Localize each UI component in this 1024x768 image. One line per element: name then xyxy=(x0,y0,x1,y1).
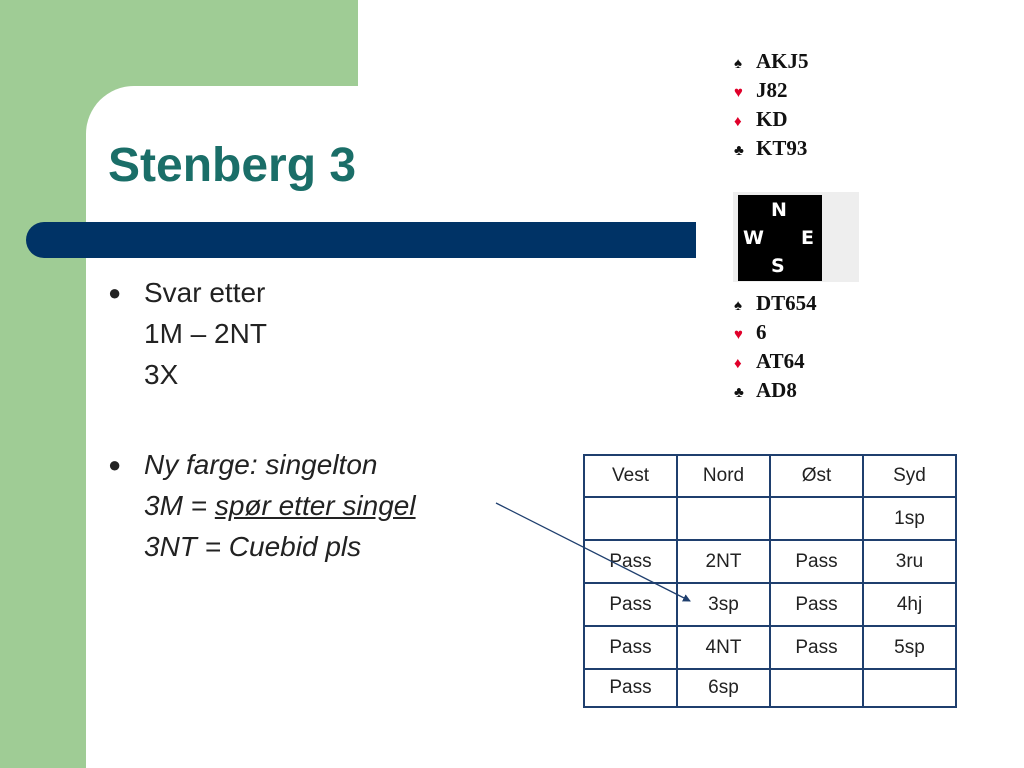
table-header-cell: Øst xyxy=(769,454,864,498)
bullet-line: 3NT = Cuebid pls xyxy=(144,531,362,562)
table-header-cell: Nord xyxy=(676,454,771,498)
diamond-icon: ♦ xyxy=(734,356,742,372)
table-cell xyxy=(769,668,864,708)
bullet-line: Ny farge: singelton xyxy=(144,449,378,480)
slide-title: Stenberg 3 xyxy=(108,139,357,192)
hand-row-diamonds: ♦ KD xyxy=(734,106,809,135)
hand-cards: AD8 xyxy=(756,378,797,402)
diamond-icon: ♦ xyxy=(734,114,742,130)
table-row: Pass 2NT Pass 3ru xyxy=(583,539,957,584)
heart-icon: ♥ xyxy=(734,327,743,343)
bullet-text: Svar etter 1M – 2NT 3X xyxy=(144,272,267,395)
hand-cards: KD xyxy=(756,107,788,131)
table-header-row: Vest Nord Øst Syd xyxy=(583,454,957,498)
bullet-link[interactable]: spør etter singel xyxy=(214,490,416,521)
hand-row-clubs: ♣ AD8 xyxy=(734,377,817,406)
table-cell: 6sp xyxy=(676,668,771,708)
spade-icon: ♠ xyxy=(734,56,742,72)
hand-cards: 6 xyxy=(756,320,767,344)
table-cell xyxy=(862,668,957,708)
table-row: Pass 6sp xyxy=(583,668,957,708)
club-icon: ♣ xyxy=(734,385,744,401)
north-hand: ♠ AKJ5 ♥ J82 ♦ KD ♣ KT93 xyxy=(734,48,809,160)
table-cell xyxy=(583,496,678,541)
title-underline-bar xyxy=(26,222,696,258)
table-cell: Pass xyxy=(769,625,864,670)
table-cell xyxy=(676,496,771,541)
table-cell: Pass xyxy=(583,539,678,584)
table-cell: 5sp xyxy=(862,625,957,670)
hand-cards: KT93 xyxy=(756,136,808,160)
hand-cards: DT654 xyxy=(756,291,817,315)
hand-row-spades: ♠ DT654 xyxy=(734,290,817,319)
hand-cards: AKJ5 xyxy=(756,49,809,73)
compass-south: S xyxy=(771,255,785,277)
table-cell: Pass xyxy=(583,582,678,627)
bullet-line: 3X xyxy=(144,359,179,390)
heart-icon: ♥ xyxy=(734,85,743,101)
hand-cards: AT64 xyxy=(756,349,805,373)
table-cell: 2NT xyxy=(676,539,771,584)
club-icon: ♣ xyxy=(734,143,744,159)
compass-east: E xyxy=(801,227,814,249)
table-cell: 4hj xyxy=(862,582,957,627)
bidding-table: Vest Nord Øst Syd 1sp Pass 2NT Pass 3ru … xyxy=(583,454,957,708)
table-cell xyxy=(769,496,864,541)
table-cell: Pass xyxy=(583,625,678,670)
hand-row-diamonds: ♦ AT64 xyxy=(734,348,817,377)
table-cell: 3ru xyxy=(862,539,957,584)
hand-row-hearts: ♥6 xyxy=(734,319,817,348)
bullet-line: Svar etter xyxy=(144,277,266,308)
bullet-dot-icon: ● xyxy=(108,452,122,477)
compass-north: N xyxy=(771,199,787,221)
bullet-dot-icon: ● xyxy=(108,280,122,305)
table-row: 1sp xyxy=(583,496,957,541)
background-white-top xyxy=(358,0,1024,86)
hand-cards: J82 xyxy=(756,78,788,102)
hand-row-hearts: ♥ J82 xyxy=(734,77,809,106)
hand-row-clubs: ♣ KT93 xyxy=(734,135,809,164)
compass-west: W xyxy=(743,227,764,249)
bullet-line: 1M – 2NT xyxy=(144,318,267,349)
table-cell: 1sp xyxy=(862,496,957,541)
compass-box: N W E S xyxy=(738,195,822,281)
table-cell: Pass xyxy=(769,539,864,584)
table-cell: Pass xyxy=(769,582,864,627)
bullet-line-prefix: 3M = xyxy=(144,490,215,521)
table-cell: 3sp xyxy=(676,582,771,627)
table-header-cell: Vest xyxy=(583,454,678,498)
table-header-cell: Syd xyxy=(862,454,957,498)
table-cell: 4NT xyxy=(676,625,771,670)
table-cell: Pass xyxy=(583,668,678,708)
spade-icon: ♠ xyxy=(734,298,742,314)
table-row: Pass 4NT Pass 5sp xyxy=(583,625,957,670)
hand-row-spades: ♠ AKJ5 xyxy=(734,48,809,77)
south-hand: ♠DT654 ♥6 ♦AT64 ♣AD8 xyxy=(734,290,817,402)
bullet-line: 3M = spør etter singel xyxy=(144,485,416,526)
table-row: Pass 3sp Pass 4hj xyxy=(583,582,957,627)
bullet-text: Ny farge: singelton 3M = spør etter sing… xyxy=(144,444,416,567)
